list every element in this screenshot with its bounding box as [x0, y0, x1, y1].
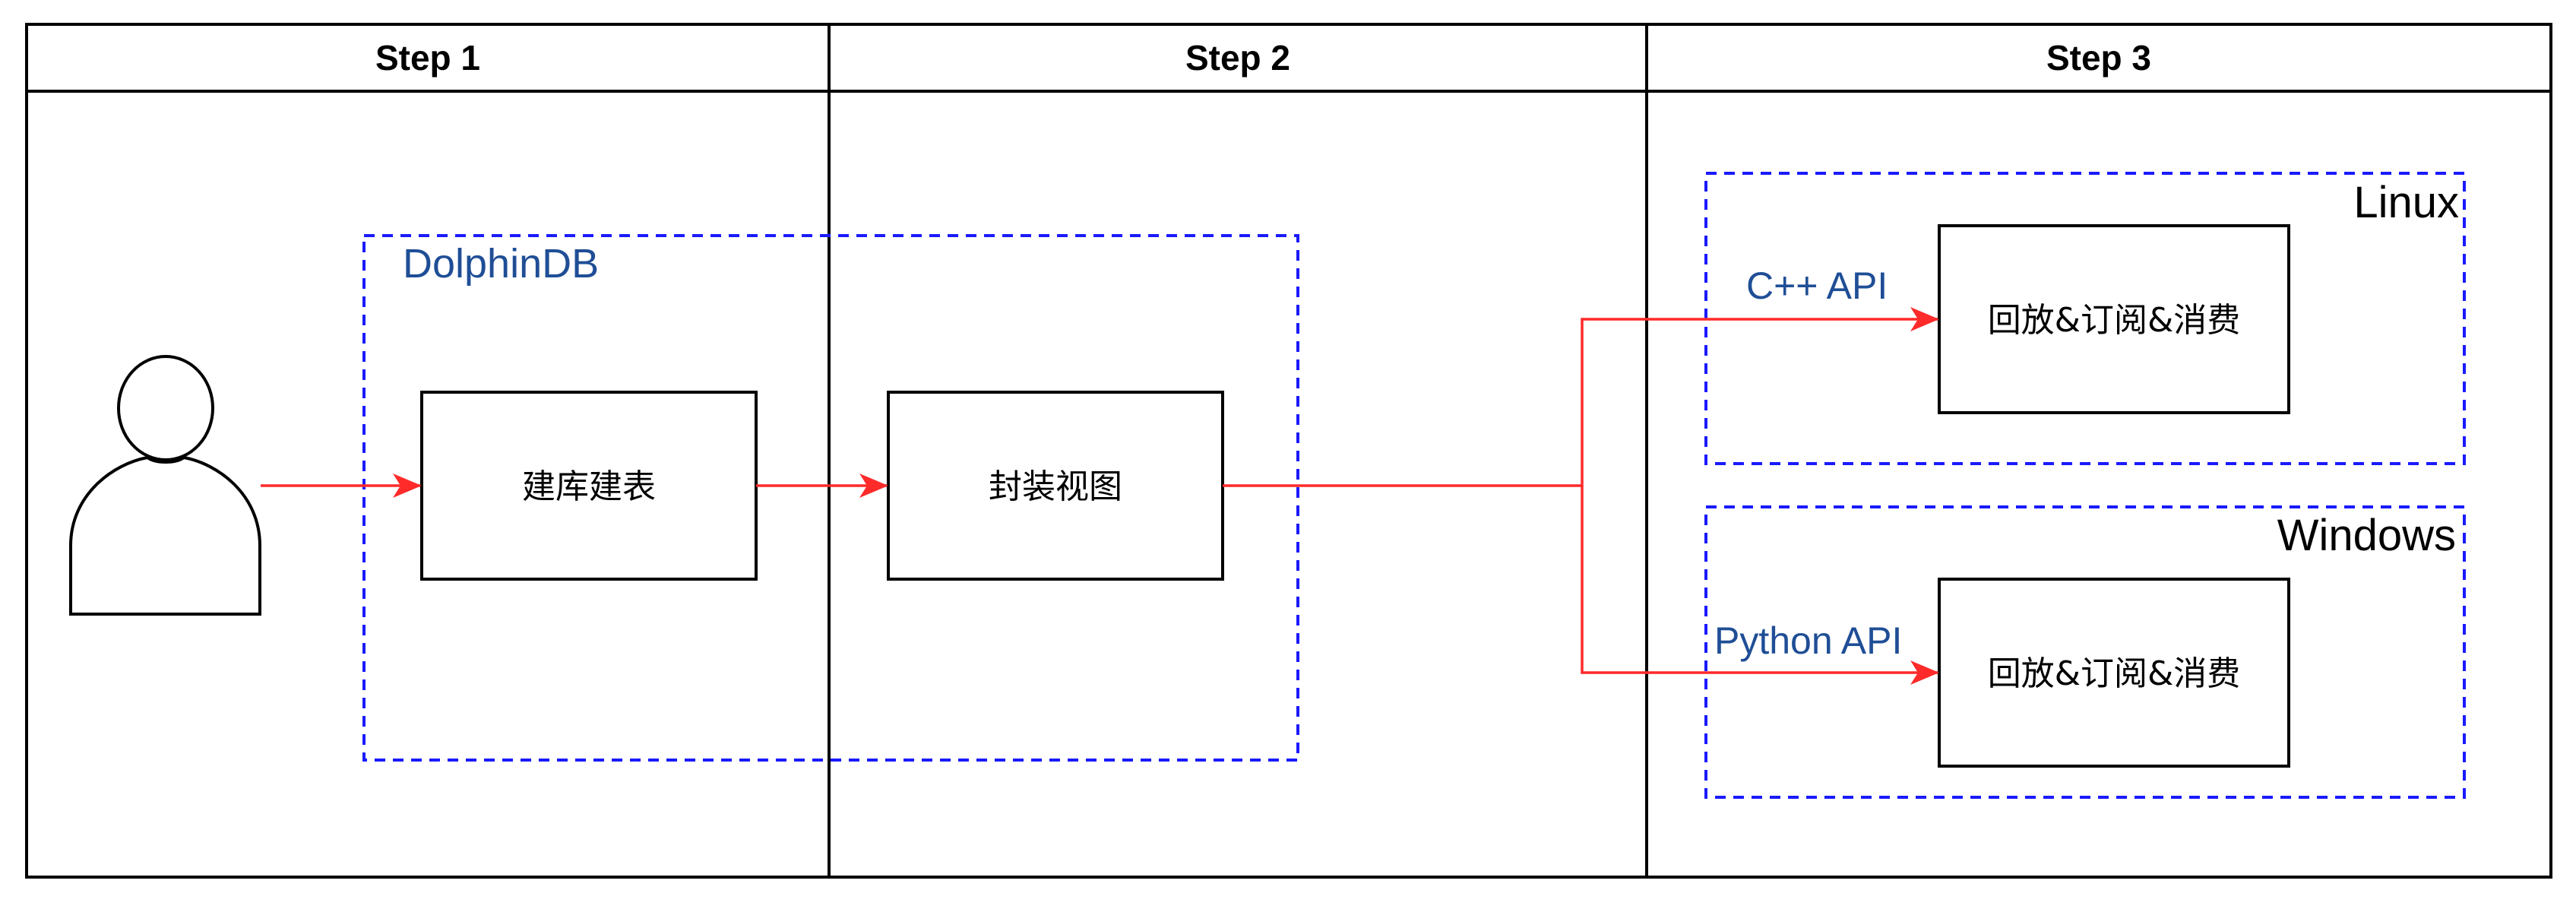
dolphindb-label: DolphinDB — [403, 241, 599, 287]
node-consume-linux-label: 回放&订阅&消费 — [1988, 301, 2241, 340]
windows-group: Windows — [1704, 505, 2466, 799]
dolphindb-group-border — [362, 234, 1299, 762]
step-3-header: Step 3 — [2046, 38, 2151, 78]
node-create-db: 建库建表 — [420, 391, 758, 581]
node-consume-linux-box — [1938, 224, 2290, 414]
step-2-header: Step 2 — [1185, 38, 1290, 78]
step-1-header: Step 1 — [375, 38, 480, 78]
arrow-view-to-windows — [1581, 486, 1939, 685]
node-create-db-label: 建库建表 — [522, 467, 656, 506]
node-view-box — [887, 391, 1224, 581]
arrow-view-to-linux — [1223, 307, 1939, 487]
python-api-label: Python API — [1714, 619, 1902, 662]
user-body — [69, 455, 261, 616]
arrows — [261, 307, 1939, 685]
node-consume-windows-box — [1938, 578, 2290, 768]
node-consume-windows: 回放&订阅&消费 — [1938, 578, 2290, 768]
windows-group-border — [1704, 505, 2466, 799]
table-border — [25, 23, 2552, 879]
node-consume-windows-label: 回放&订阅&消费 — [1988, 654, 2241, 693]
cpp-api-label: C++ API — [1746, 264, 1888, 307]
node-view-label: 封装视图 — [989, 467, 1122, 506]
windows-label: Windows — [2277, 511, 2456, 560]
linux-label: Linux — [2353, 178, 2459, 227]
node-consume-linux: 回放&订阅&消费 — [1938, 224, 2290, 414]
dolphindb-group: DolphinDB — [362, 234, 1299, 762]
user-head — [117, 355, 214, 461]
node-view: 封装视图 — [887, 391, 1224, 581]
user-icon — [69, 355, 261, 616]
swimlane-table: Step 1 Step 2 Step 3 — [25, 23, 2552, 879]
